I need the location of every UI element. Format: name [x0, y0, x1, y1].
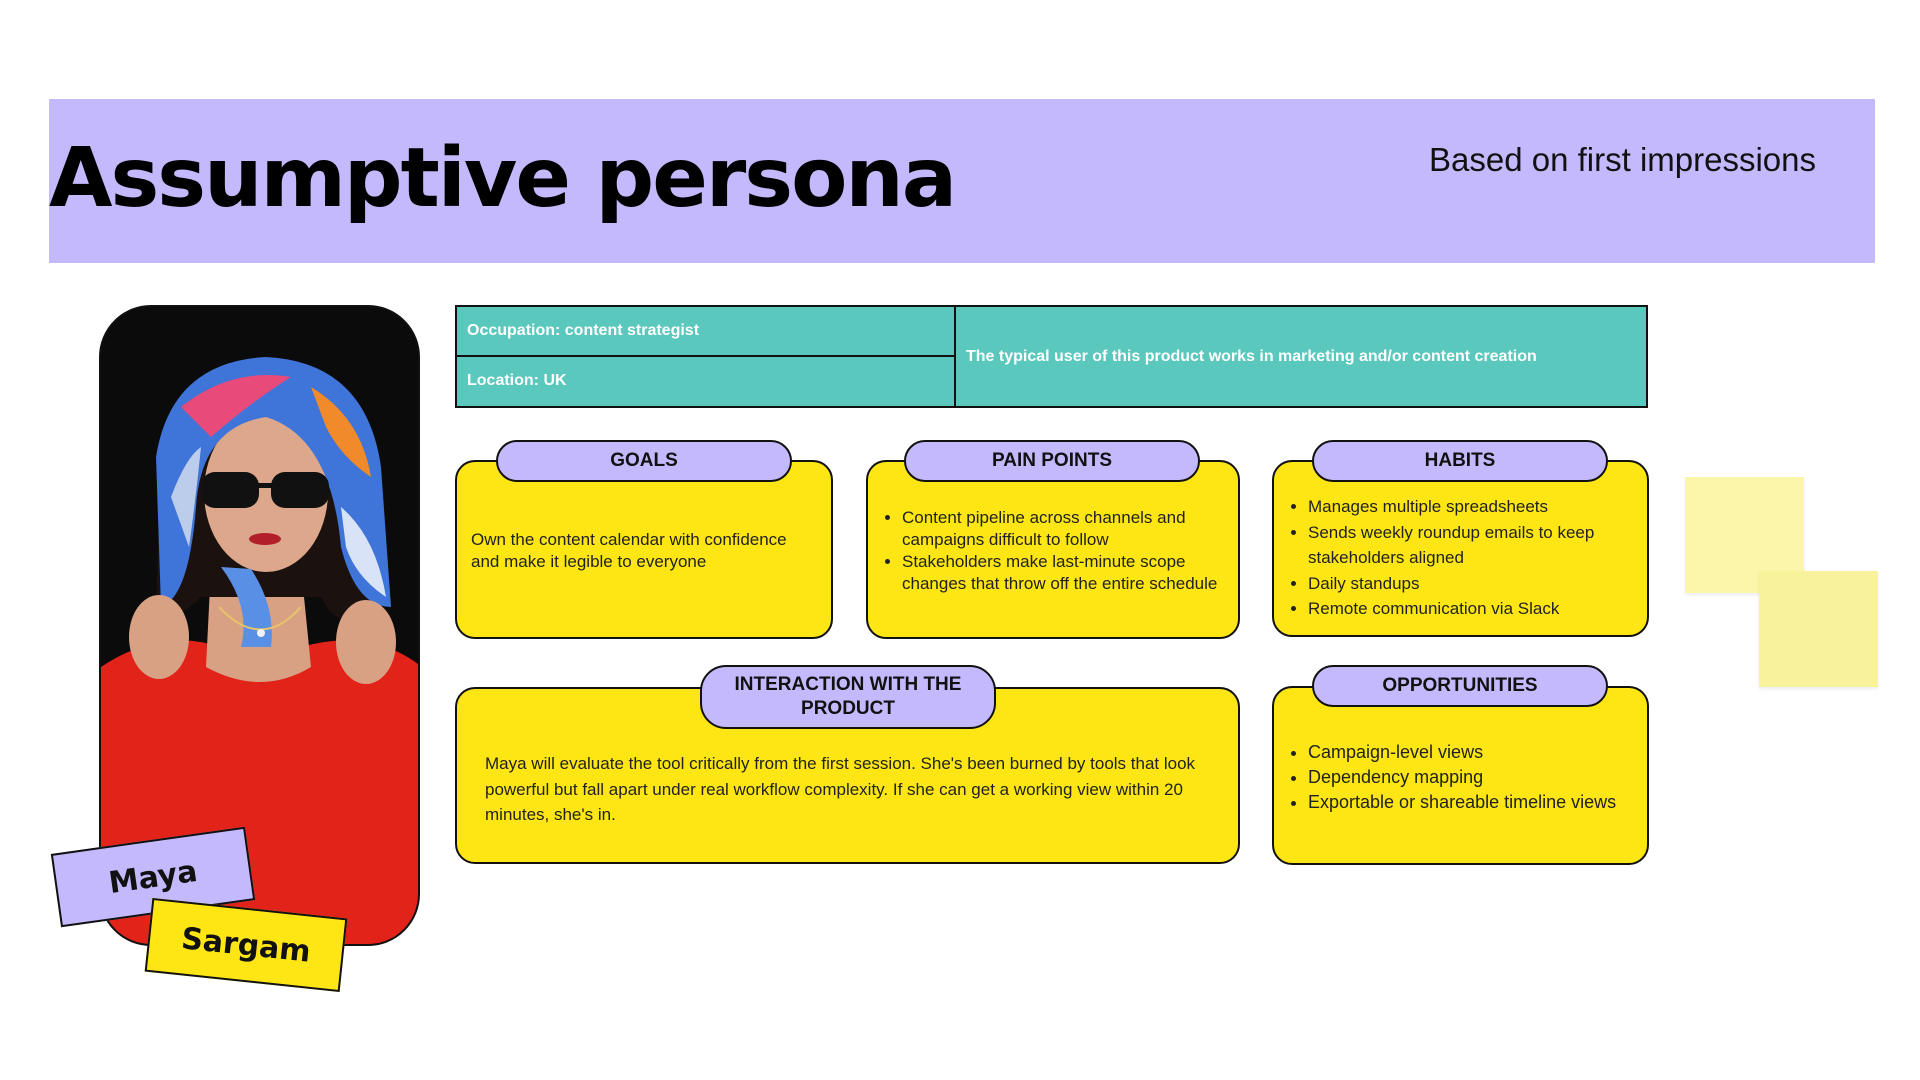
habits-list: Manages multiple spreadsheets Sends week… [1288, 494, 1639, 622]
persona-illustration [101, 307, 418, 944]
page-title: Assumptive persona [49, 131, 957, 226]
interaction-text: Maya will evaluate the tool critically f… [485, 754, 1196, 824]
pain-points-list: Content pipeline across channels and cam… [882, 507, 1224, 595]
habits-card: Manages multiple spreadsheets Sends week… [1272, 460, 1649, 637]
list-item: Exportable or shareable timeline views [1308, 790, 1639, 815]
list-item: Remote communication via Slack [1308, 596, 1639, 622]
opportunities-card: Campaign-level views Dependency mapping … [1272, 686, 1649, 865]
list-item: Content pipeline across channels and cam… [902, 507, 1224, 551]
pain-points-card: Content pipeline across channels and cam… [866, 460, 1240, 639]
habits-heading: HABITS [1312, 440, 1608, 482]
list-item: Daily standups [1308, 571, 1639, 597]
list-item: Manages multiple spreadsheets [1308, 494, 1639, 520]
list-item: Campaign-level views [1308, 740, 1639, 765]
persona-photo[interactable] [99, 305, 420, 946]
opportunities-heading: OPPORTUNITIES [1312, 665, 1608, 707]
goals-card: Own the content calendar with confidence… [455, 460, 833, 639]
pain-points-heading: PAIN POINTS [904, 440, 1200, 482]
list-item: Sends weekly roundup emails to keep stak… [1308, 520, 1639, 571]
list-item: Dependency mapping [1308, 765, 1639, 790]
header-banner [49, 99, 1875, 263]
goals-heading: GOALS [496, 440, 792, 482]
location-cell: Location: UK [467, 372, 567, 390]
page-subtitle: Based on first impressions [1429, 141, 1816, 178]
info-left-column: Occupation: content strategist Location:… [457, 307, 956, 406]
interaction-heading: INTERACTION WITH THE PRODUCT [700, 665, 996, 729]
sticky-note[interactable] [1759, 571, 1878, 687]
persona-info-table: Occupation: content strategist Location:… [455, 305, 1648, 408]
opportunities-list: Campaign-level views Dependency mapping … [1288, 740, 1639, 816]
interaction-card: Maya will evaluate the tool critically f… [455, 687, 1240, 864]
goals-text: Own the content calendar with confidence… [471, 530, 787, 572]
list-item: Stakeholders make last-minute scope chan… [902, 551, 1224, 595]
summary-cell: The typical user of this product works i… [966, 347, 1537, 365]
occupation-cell: Occupation: content strategist [457, 307, 954, 357]
